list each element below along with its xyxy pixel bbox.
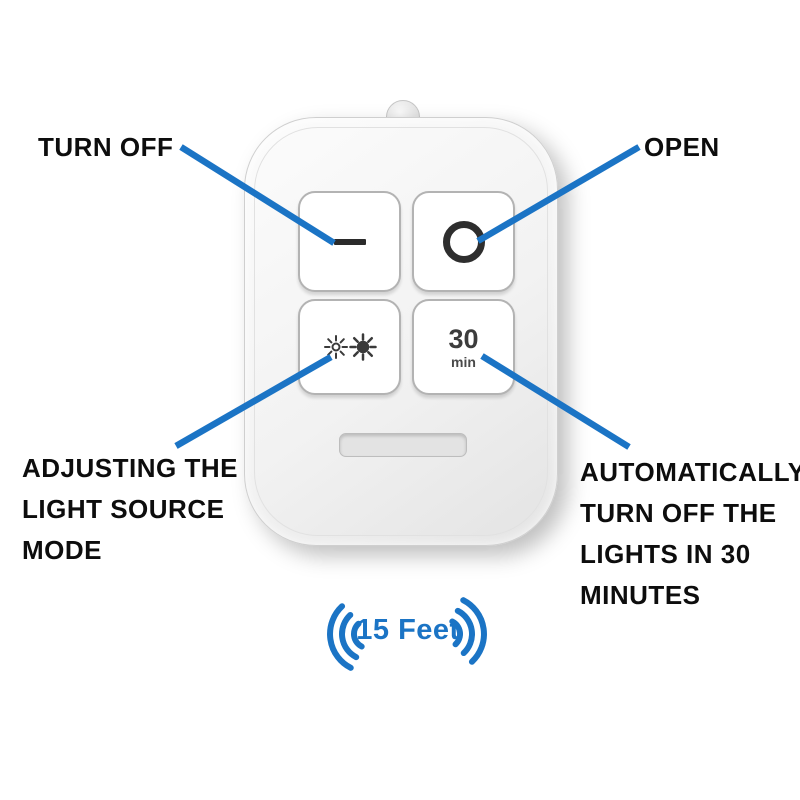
open-button: [412, 191, 515, 292]
label-light-source-mode: ADJUSTING THE LIGHT SOURCE MODE: [22, 448, 238, 571]
label-turn-off: TURN OFF: [38, 132, 174, 162]
label-mode-line: MODE: [22, 535, 102, 565]
remote-inner-outline: [254, 127, 548, 536]
label-timer-line: MINUTES: [580, 580, 701, 610]
label-auto-off-timer: AUTOMATICALLY TURN OFF THE LIGHTS IN 30 …: [580, 452, 800, 616]
label-timer-line: TURN OFF THE: [580, 498, 777, 528]
light-mode-button: [298, 299, 401, 395]
label-mode-line: LIGHT SOURCE: [22, 494, 225, 524]
turn-off-button: [298, 191, 401, 292]
sun-brightness-icons: [323, 333, 377, 361]
timer-value: 30: [448, 323, 479, 354]
label-open: OPEN: [644, 132, 720, 162]
timer-30min-button: 30 min: [412, 299, 515, 395]
label-timer-line: LIGHTS IN 30: [580, 539, 751, 569]
minus-icon: [333, 238, 366, 245]
timer-unit: min: [451, 353, 476, 370]
circle-ring-icon: [442, 220, 485, 263]
battery-door-slot: [339, 433, 467, 457]
label-mode-line: ADJUSTING THE: [22, 453, 238, 483]
range-label: 15 Feet: [356, 614, 460, 646]
label-timer-line: AUTOMATICALLY: [580, 457, 800, 487]
